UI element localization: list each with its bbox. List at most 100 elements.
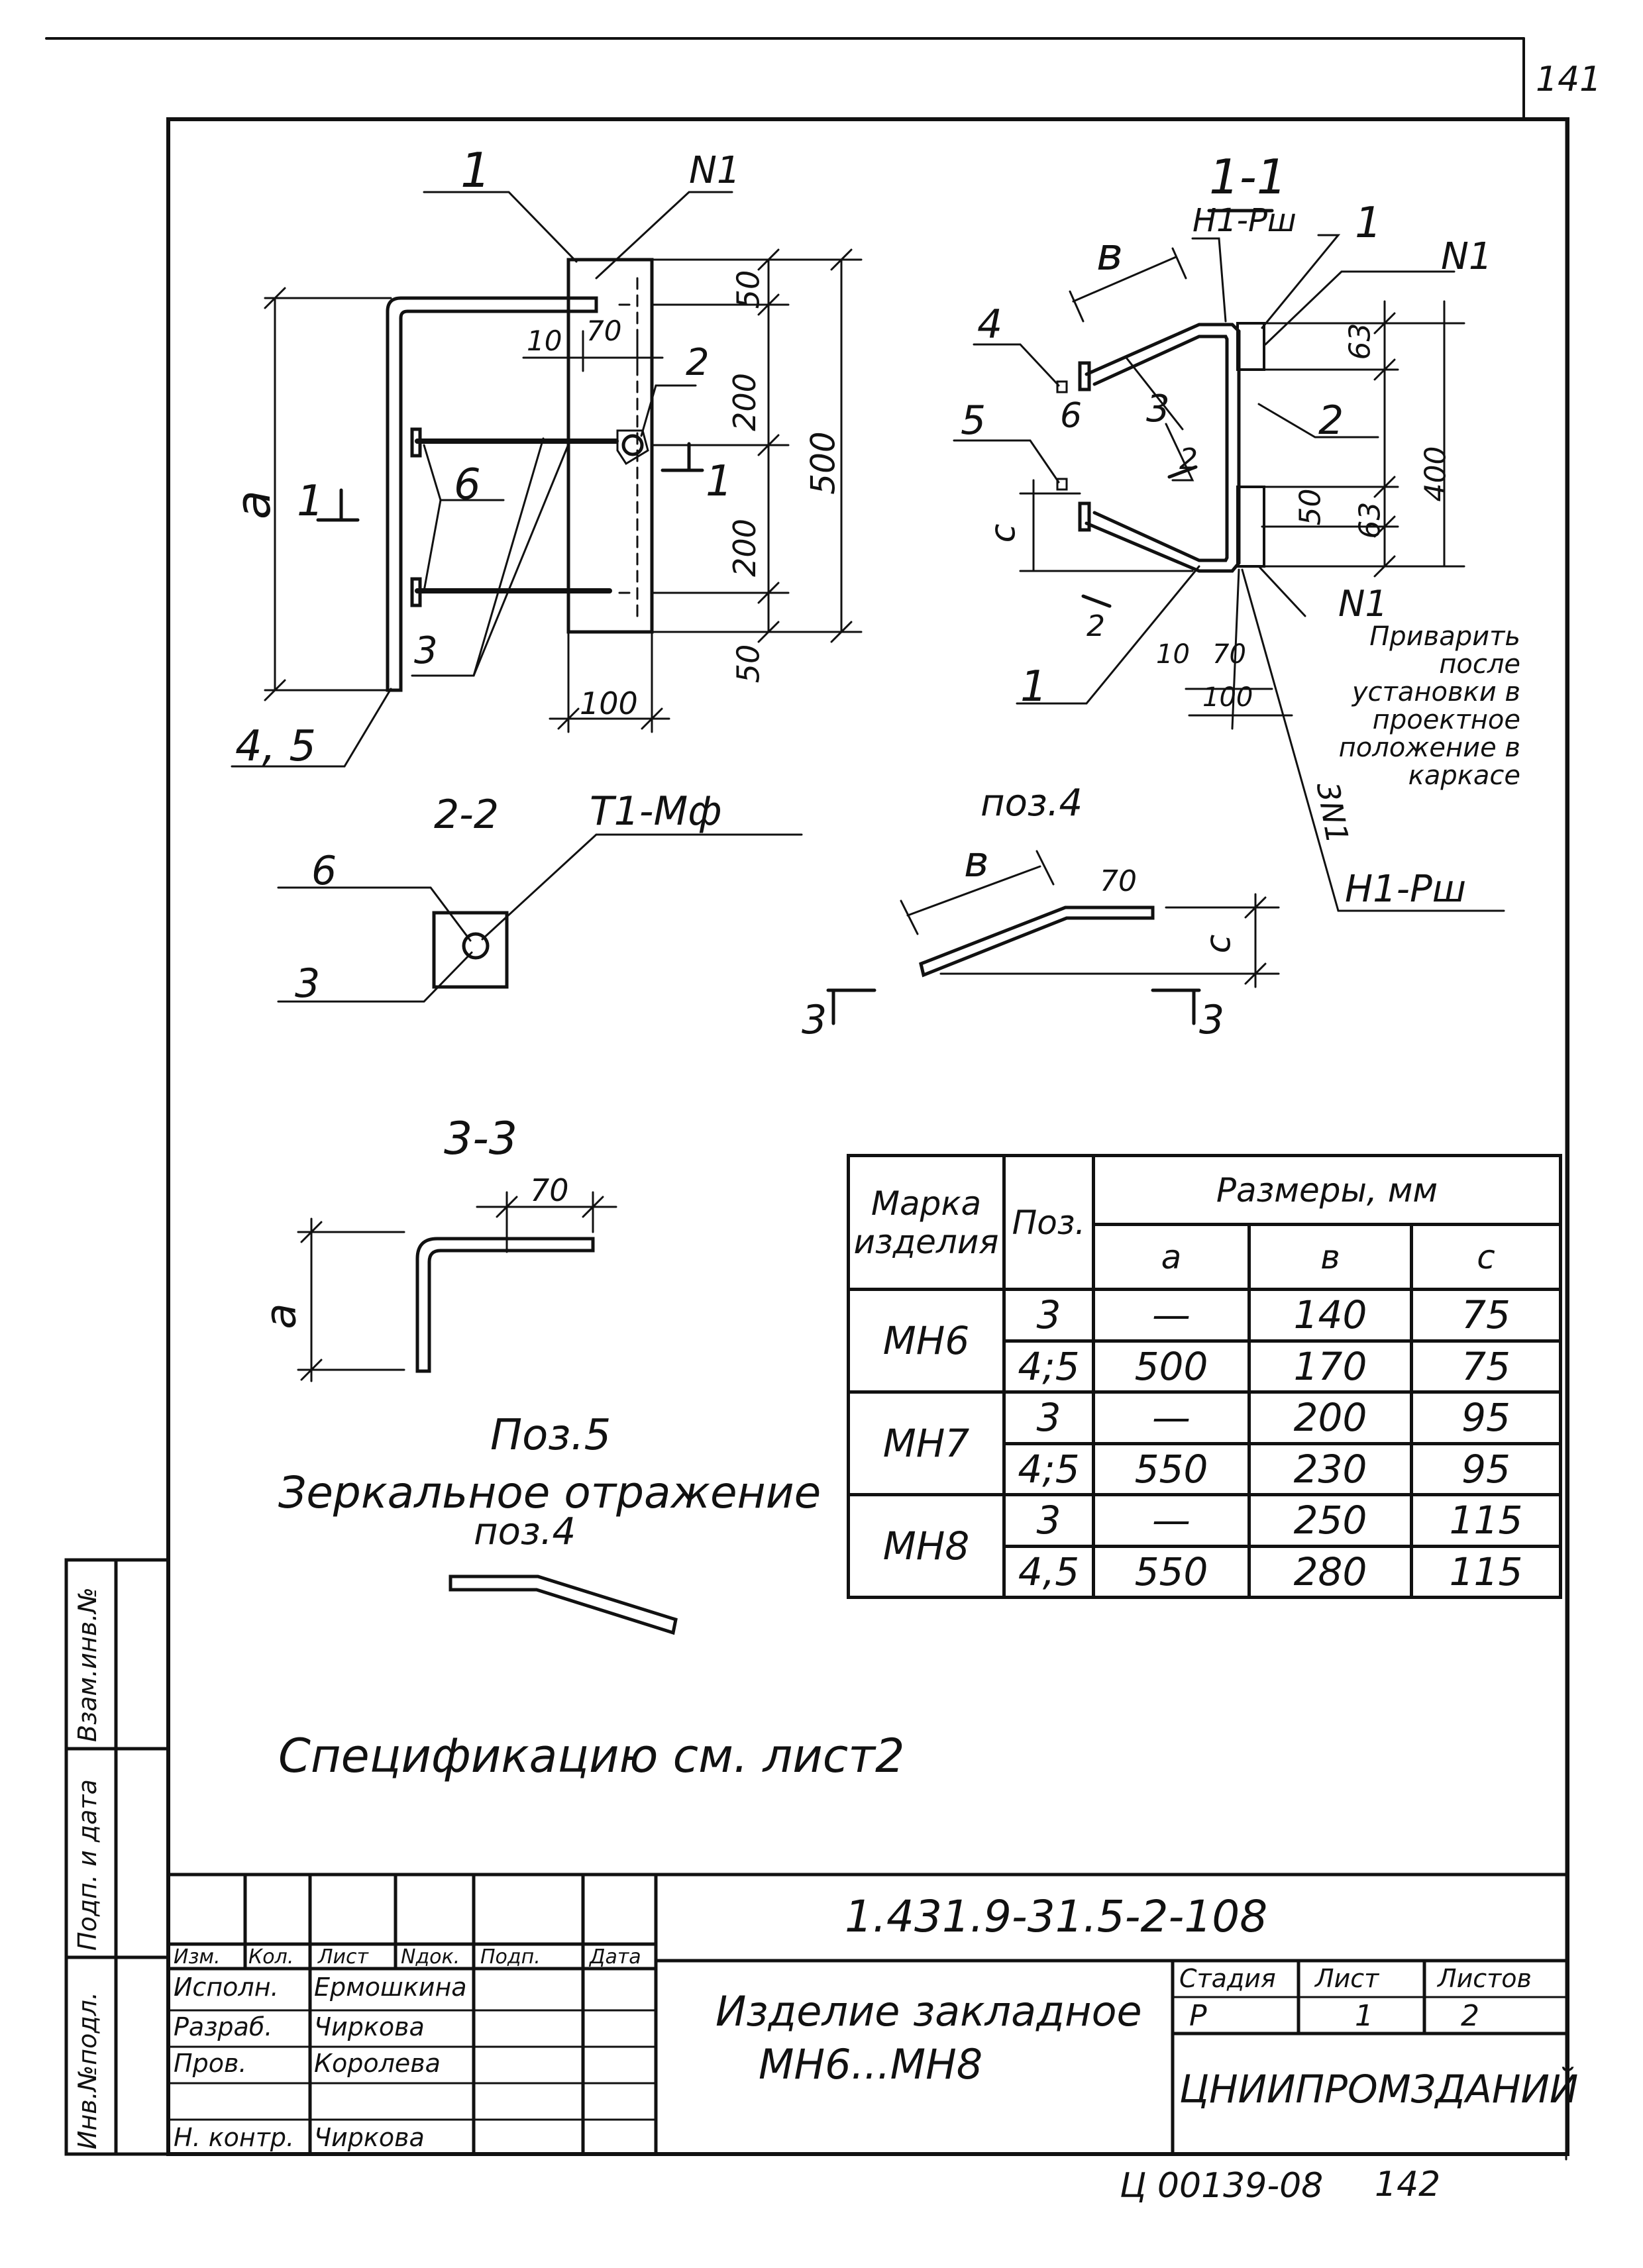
label-pos1: 1	[460, 142, 491, 198]
dim-50-bottom: 50	[730, 644, 767, 684]
header-b: в	[1247, 1223, 1413, 1291]
section-mark-right: 1	[706, 457, 733, 506]
role-4: Н. контр.	[174, 2123, 295, 2152]
pos-5-subtitle2: поз.4	[474, 1510, 576, 1553]
spec-table: Марка изделия Поз. Размеры, мм a в с МН6…	[847, 1154, 1562, 1599]
role-1: Разраб.	[174, 2012, 273, 2041]
cell-pos: 4;5	[1002, 1441, 1095, 1496]
cell-a: 550	[1092, 1544, 1251, 1599]
label-n1-top: N1	[1441, 235, 1493, 278]
organization: ЦНИИПРОМЗДАНИЙ	[1179, 2067, 1579, 2112]
cell-c: 75	[1410, 1288, 1562, 1343]
pos-5-title: Поз.5	[490, 1411, 611, 1460]
archive-page: 142	[1375, 2165, 1441, 2204]
table-row: 4;5 550 230 95	[849, 1441, 1562, 1496]
label-pos3: 3	[1146, 387, 1170, 431]
table-row: МН8 3 — 250 115	[847, 1493, 1562, 1599]
label-a: a	[256, 1303, 306, 1329]
cell-a: —	[1092, 1493, 1251, 1548]
section-2-2-title: 2-2	[434, 792, 499, 838]
main-view-geometry	[231, 191, 863, 768]
pos-4-title: поз.4	[980, 782, 1083, 825]
label-b: в	[1096, 229, 1124, 281]
header-dimensions: Размеры, мм	[1092, 1154, 1562, 1226]
cell-a: 550	[1092, 1441, 1251, 1496]
designation: 1.431.9-31.5-2-108	[845, 1891, 1268, 1942]
name-1: Чиркова	[314, 2012, 425, 2041]
table-row: 4,5 550 280 115	[849, 1544, 1562, 1599]
label-b: в	[964, 838, 989, 887]
name-2: Королева	[314, 2049, 441, 2078]
label-pos2: 2	[686, 341, 710, 384]
product-name: Изделие закладное	[716, 1987, 1142, 2036]
dim-10: 10	[1156, 639, 1190, 670]
sidebar-sign-date: Подп. и дата	[73, 1779, 102, 1951]
dim-70: 70	[1100, 864, 1137, 898]
table-row: МН6 3 — 140 75	[847, 1288, 1562, 1394]
hdr-data: Дата	[590, 1945, 641, 1969]
hdr-izm: Изм.	[174, 1945, 221, 1969]
weld-note: Приварить после установки в проектное по…	[1338, 621, 1520, 791]
label-n1: N1	[689, 149, 741, 192]
label-pos4: 4	[977, 301, 1003, 348]
dim-a: a	[225, 490, 282, 520]
dim-200-top: 200	[726, 373, 763, 431]
pos-5-subtitle: Зеркальное отражение	[278, 1467, 822, 1518]
name-0: Ермошкина	[314, 1973, 467, 2002]
cell-b: 200	[1247, 1390, 1413, 1445]
label-pos5: 5	[961, 397, 986, 444]
header-c: с	[1410, 1223, 1562, 1291]
table-row: 4;5 500 170 75	[849, 1339, 1562, 1394]
cell-mark: МН8	[847, 1493, 1006, 1599]
label-h1-rsh-top: Н1-Рш	[1192, 202, 1297, 239]
hdr-list: Лист	[318, 1945, 369, 1969]
archive-number: Ц 00139-08	[1120, 2166, 1324, 2206]
sheets-label: Листов	[1438, 1964, 1532, 1993]
header-pos: Поз.	[1002, 1154, 1095, 1291]
label-pos3: 3	[295, 960, 321, 1007]
section-3-3-title: 3-3	[444, 1113, 518, 1165]
cell-b: 250	[1247, 1493, 1413, 1548]
dim-63-top: 63	[1343, 323, 1377, 360]
sheet-label: Лист	[1315, 1964, 1379, 1993]
cell-c: 95	[1410, 1441, 1562, 1496]
label-pos1-top: 1	[1355, 199, 1382, 248]
cell-pos: 3	[1002, 1390, 1095, 1445]
cell-a: —	[1092, 1390, 1251, 1445]
pos-4-geometry	[826, 850, 1280, 1025]
section-1-1-title: 1-1	[1209, 149, 1287, 205]
dim-100: 100	[580, 686, 638, 721]
cell-c: 115	[1410, 1493, 1562, 1548]
notes-reference: Спецификацию см. лист2	[278, 1729, 905, 1783]
label-h1-rsh-bottom: Н1-Рш	[1345, 868, 1466, 911]
dim-200-bottom: 200	[726, 519, 763, 577]
label-c: с	[1198, 934, 1239, 954]
cell-mark: МН6	[847, 1288, 1006, 1394]
hdr-podp: Подп.	[480, 1945, 541, 1969]
section-3-3-geometry	[297, 1191, 617, 1382]
section-2-2-geometry	[277, 833, 803, 1003]
stage-label: Стадия	[1179, 1964, 1276, 1993]
cell-c: 115	[1410, 1544, 1562, 1599]
section-3-left: 3	[802, 997, 827, 1043]
hdr-ndok: Nдок.	[401, 1945, 460, 1969]
label-n1-bottom: N1	[1338, 583, 1388, 625]
label-pos2: 2	[1318, 397, 1344, 444]
cell-pos: 4,5	[1002, 1544, 1095, 1599]
cell-c: 75	[1410, 1339, 1562, 1394]
label-t1-mf: Т1-Мф	[590, 788, 722, 835]
cell-a: —	[1092, 1288, 1251, 1343]
role-0: Исполн.	[174, 1973, 279, 2002]
cell-b: 230	[1247, 1441, 1413, 1496]
product-range: МН6...МН8	[759, 2040, 983, 2088]
dim-500: 500	[804, 431, 843, 495]
sheet-value: 1	[1355, 1999, 1373, 2033]
cell-b: 140	[1247, 1288, 1413, 1343]
dim-63-bottom: 63	[1353, 501, 1387, 539]
sidebar-replace-inv: Взам.инв.№	[73, 1587, 102, 1742]
role-2: Пров.	[174, 2049, 247, 2078]
dim-70: 70	[1212, 639, 1246, 670]
name-4: Чиркова	[314, 2123, 425, 2152]
cell-a: 500	[1092, 1339, 1251, 1394]
cell-b: 280	[1247, 1544, 1413, 1599]
